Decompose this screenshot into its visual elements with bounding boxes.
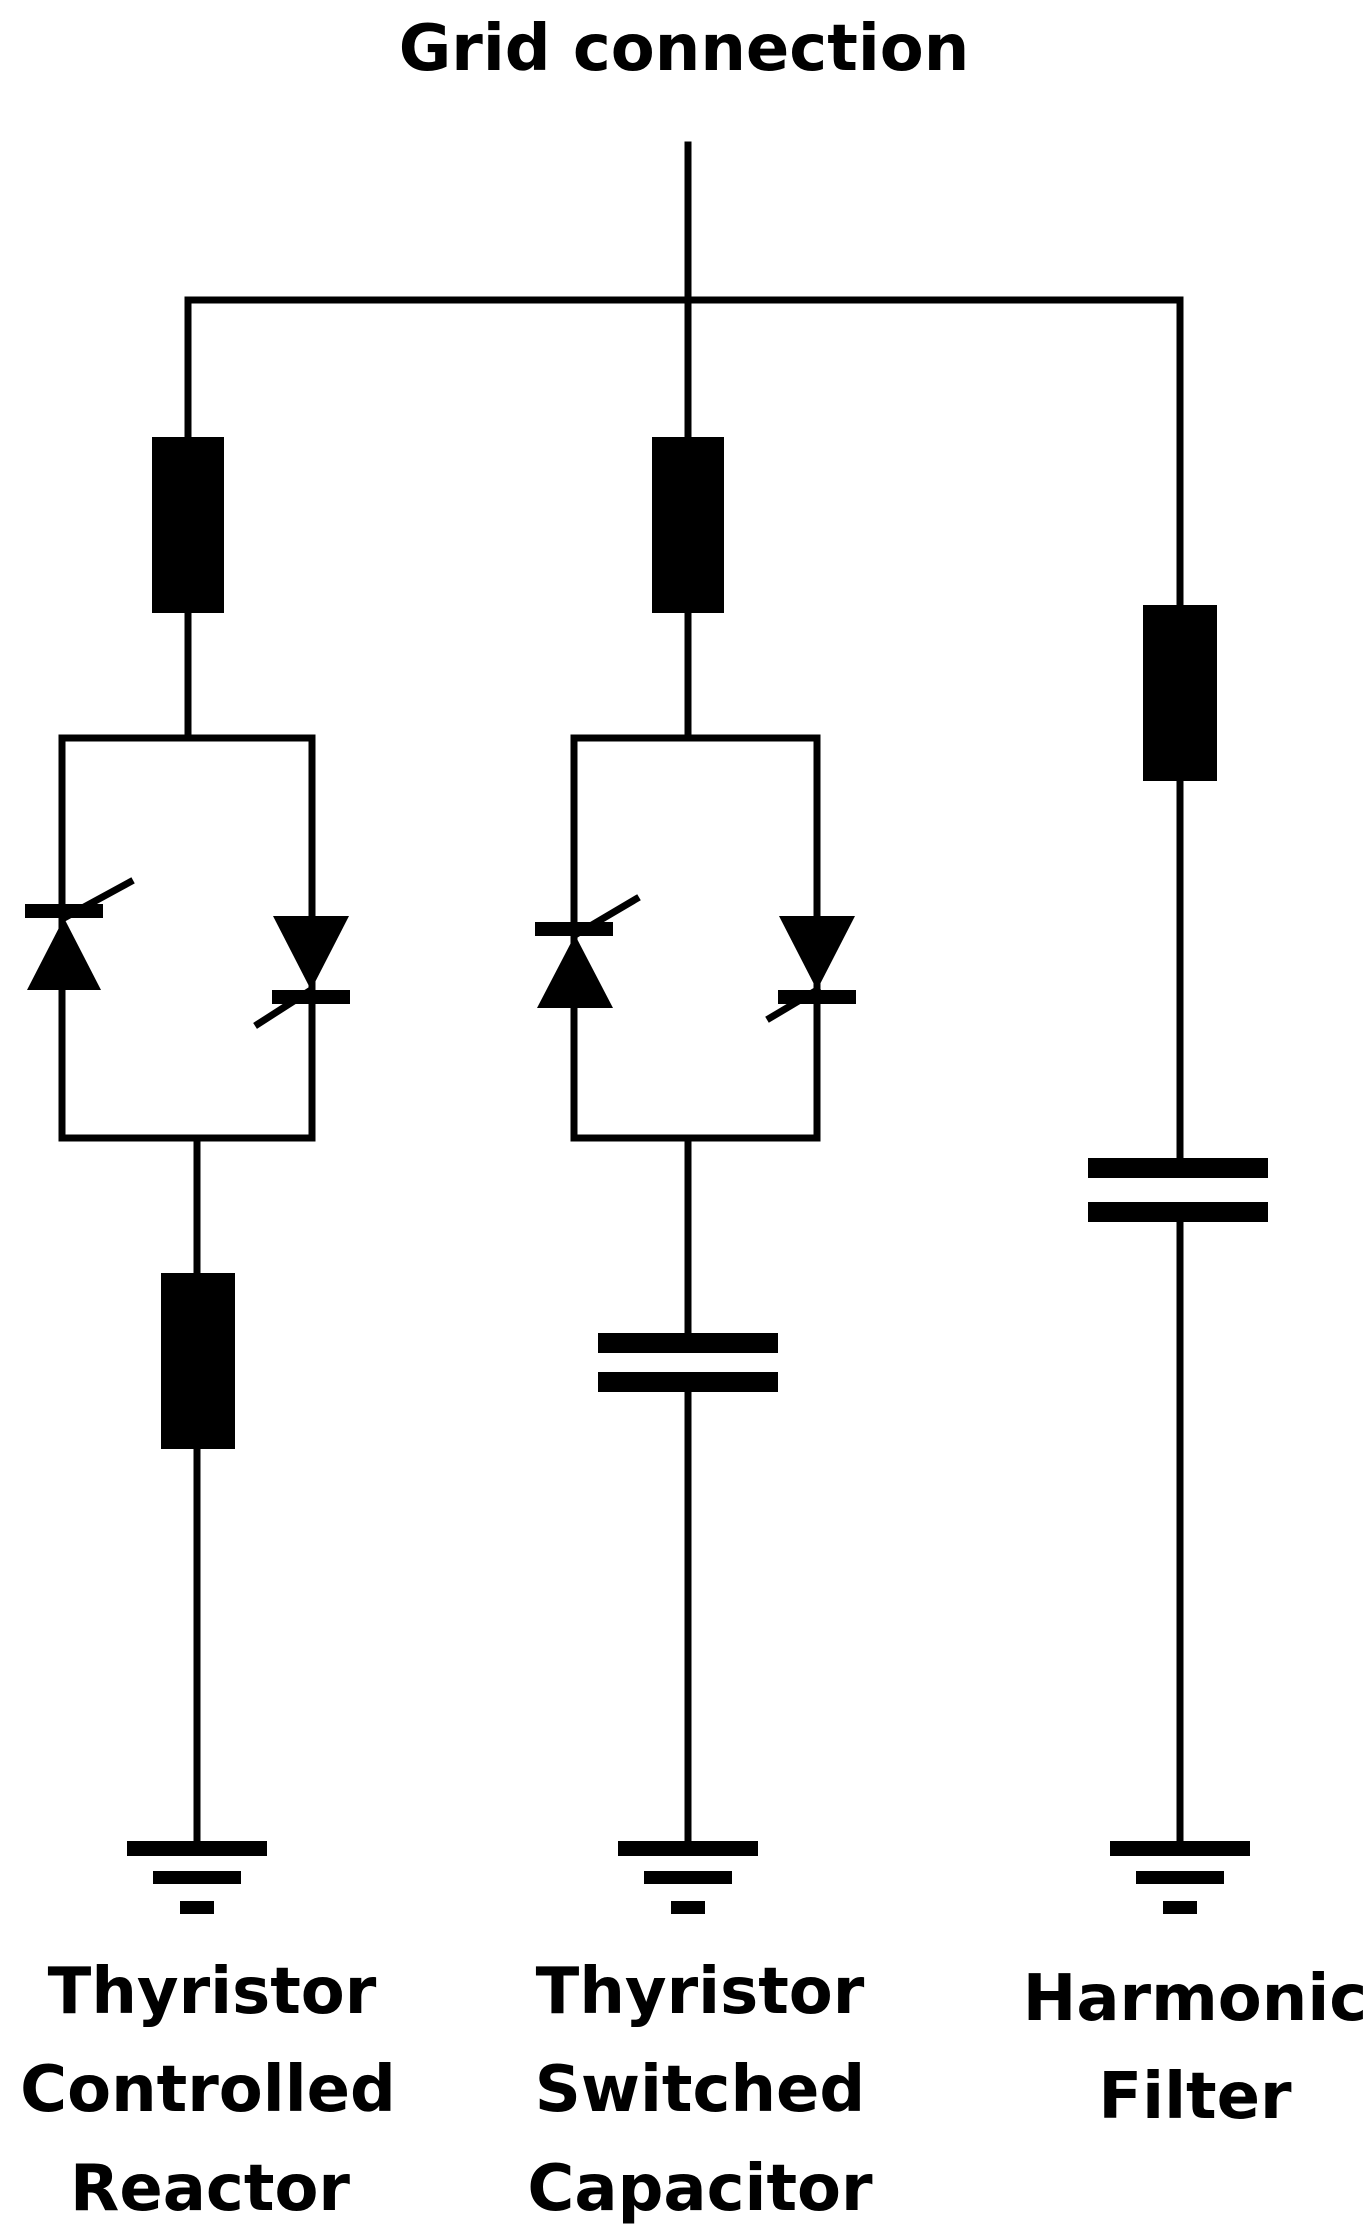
antiparallel-thyristor-pair (535, 734, 856, 1142)
ground-icon (618, 1841, 758, 1914)
grid-connection-title: Grid connection (399, 12, 970, 86)
capacitor-icon (1088, 1158, 1268, 1222)
grid-feeder (184, 141, 1184, 304)
thyristor-down-icon (765, 916, 856, 1023)
thyristor-up-icon (535, 894, 641, 1008)
branch-label-line: Thyristor (536, 1955, 865, 2029)
capacitor-icon (598, 1333, 778, 1392)
branch-label-line: Controlled (20, 2053, 396, 2127)
series-inductor (652, 437, 724, 613)
branch-label-line: Reactor (70, 2152, 350, 2226)
antiparallel-thyristor-pair (25, 734, 350, 1142)
reactor-inductor (161, 1273, 235, 1449)
branch-label-line: Capacitor (527, 2152, 873, 2226)
thyristor-up-icon (25, 877, 135, 990)
branch-harmonic-filter: Harmonic Filter (1023, 296, 1367, 2134)
branch-thyristor-switched-capacitor: Thyristor Switched Capacitor (527, 296, 873, 2226)
filter-inductor (1143, 605, 1217, 781)
branch-label-line: Switched (535, 2053, 865, 2127)
branch-thyristor-controlled-reactor: Thyristor Controlled Reactor (20, 296, 396, 2226)
ground-icon (1110, 1841, 1250, 1914)
ground-icon (127, 1841, 267, 1914)
branch-label-line: Filter (1098, 2060, 1292, 2134)
series-inductor (152, 437, 224, 613)
branch-label-line: Harmonic (1023, 1962, 1367, 2036)
thyristor-down-icon (253, 916, 350, 1029)
branch-label-line: Thyristor (48, 1955, 377, 2029)
